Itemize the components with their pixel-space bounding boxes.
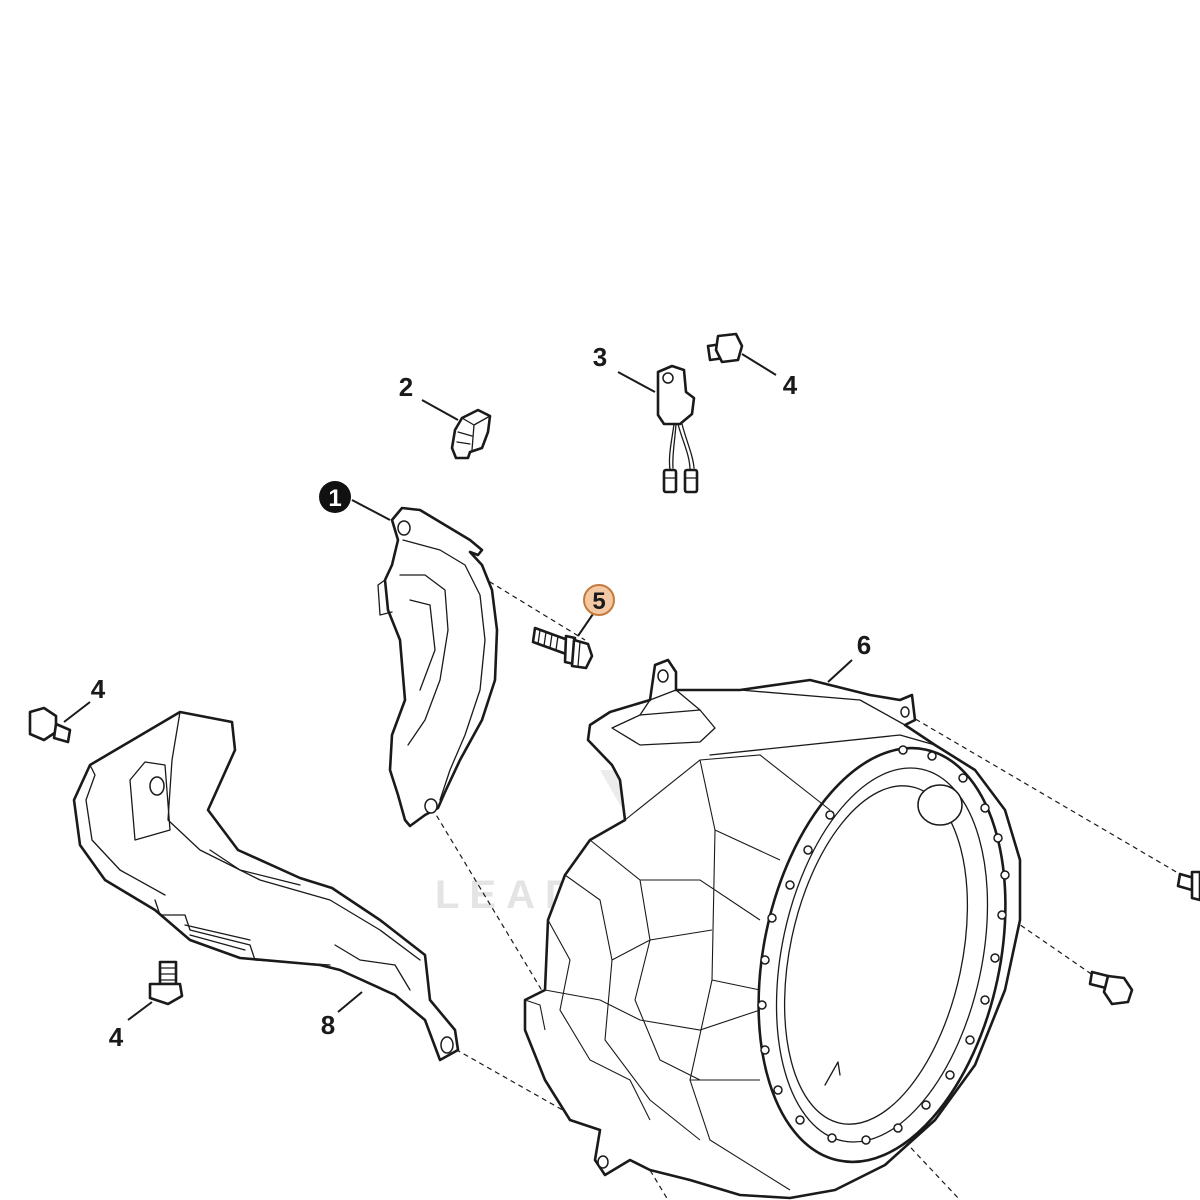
callout-3-label[interactable]: 3 bbox=[593, 342, 607, 372]
callout-1-label: 1 bbox=[328, 485, 341, 512]
part-4-bolt-bottom[interactable] bbox=[148, 960, 184, 1006]
callout-8-label[interactable]: 8 bbox=[321, 1010, 335, 1040]
part-6-blower-housing[interactable] bbox=[523, 658, 1041, 1200]
callout-4-left-label[interactable]: 4 bbox=[91, 674, 106, 704]
part-4-bolt-left[interactable] bbox=[28, 706, 72, 744]
callout-6-label[interactable]: 6 bbox=[857, 630, 871, 660]
callout-4-bottom-label[interactable]: 4 bbox=[109, 1022, 124, 1052]
part-4-bolt-right-edge[interactable] bbox=[1176, 870, 1200, 902]
callout-1-badge bbox=[319, 481, 351, 513]
callout-5-badge bbox=[583, 584, 615, 616]
part-5-flange-bolt[interactable] bbox=[531, 626, 594, 670]
leader-lines bbox=[63, 353, 853, 1021]
part-1-cover-bracket[interactable] bbox=[377, 506, 499, 828]
part-3-sensor-harness[interactable] bbox=[656, 364, 699, 494]
callout-1[interactable]: 1 bbox=[319, 481, 351, 513]
callout-5-label: 5 bbox=[592, 588, 605, 615]
callout-5[interactable]: 5 bbox=[583, 584, 615, 616]
part-4-bolt-top[interactable] bbox=[706, 332, 744, 364]
part-2-clip[interactable] bbox=[450, 408, 492, 460]
callout-2-label[interactable]: 2 bbox=[399, 372, 413, 402]
part-8-air-guide[interactable] bbox=[72, 710, 460, 1062]
callout-4-top-label[interactable]: 4 bbox=[783, 370, 798, 400]
part-4-bolt-right-lower[interactable] bbox=[1088, 970, 1134, 1006]
